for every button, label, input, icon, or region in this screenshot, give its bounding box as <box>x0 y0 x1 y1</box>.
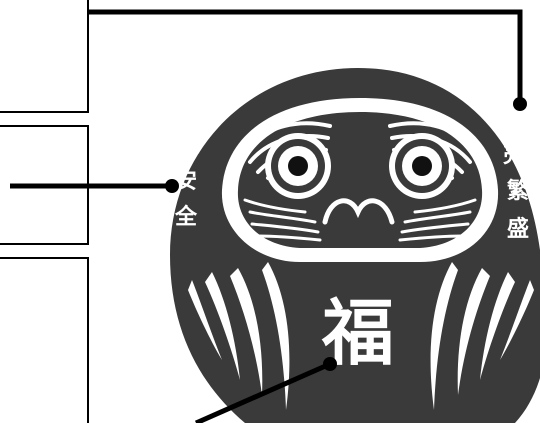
nose <box>322 198 395 225</box>
right-inscription-char-3: 繁 <box>507 178 530 204</box>
callout-left-inscription <box>10 179 179 193</box>
callout-belly-kanji <box>194 357 337 423</box>
label-box-top <box>0 0 89 113</box>
left-inscription-char-4: 全 <box>174 204 198 230</box>
right-inscription-char-4: 盛 <box>507 216 529 242</box>
left-inscription-char-1: 家 <box>189 100 212 126</box>
right-beard <box>398 198 477 242</box>
label-box-bottom <box>0 257 89 423</box>
left-beard <box>243 198 322 242</box>
callout-dot <box>165 179 179 193</box>
left-inscription: 家 内 安 全 <box>174 100 212 230</box>
callout-dot <box>513 97 527 111</box>
left-inscription-char-2: 内 <box>179 132 201 158</box>
daruma: 家 内 安 全 商 売 繁 盛 福 <box>170 68 540 423</box>
right-eye <box>389 133 455 199</box>
body-pattern <box>188 262 534 410</box>
left-eye <box>265 133 331 199</box>
right-inscription-char-2: 売 <box>503 142 525 168</box>
left-inscription-char-3: 安 <box>175 168 197 194</box>
right-inscription-char-1: 商 <box>495 108 517 134</box>
callout-right-inscription <box>88 9 527 111</box>
right-inscription: 商 売 繁 盛 <box>495 108 530 242</box>
callout-dot <box>323 357 337 371</box>
